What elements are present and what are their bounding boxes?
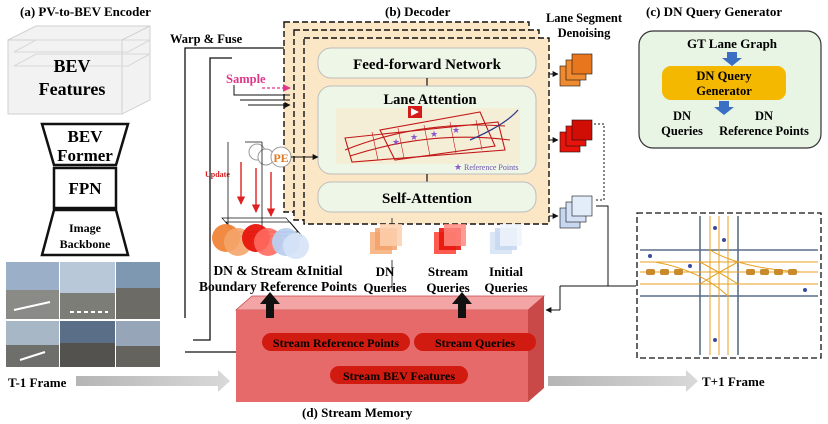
reference-points-legend-icon: ★ — [454, 162, 462, 172]
svg-text:★: ★ — [392, 137, 400, 147]
lane-attention-module: Lane Attention ★ ★ ★ ★ ★ Reference Point… — [317, 85, 537, 175]
bev-features-label-2: Features — [39, 79, 106, 99]
bev-features-label: BEV — [53, 56, 90, 76]
self-attention-label: Self-Attention — [382, 191, 473, 207]
svg-text:★: ★ — [410, 132, 418, 142]
warp-fuse-label: Warp & Fuse — [170, 32, 243, 46]
section-title-encoder: (a) PV-to-BEV Encoder — [20, 4, 151, 19]
next-frame-arrow — [548, 370, 698, 392]
output-cubes-red — [559, 119, 593, 153]
memory-bev-features: Stream BEV Features — [343, 369, 455, 383]
generator-dn-ref-2: Reference Points — [719, 124, 809, 138]
reference-points-spheres — [212, 217, 309, 259]
self-attention-module: Self-Attention — [317, 181, 537, 213]
generator-dn-queries: DN — [673, 109, 691, 123]
generator-panel: GT Lane Graph DN Query Generator DN Quer… — [638, 30, 822, 149]
ffn-label: Feed-forward Network — [353, 57, 502, 73]
backbone-label: Image — [69, 221, 102, 235]
dn-queries-stack — [370, 218, 402, 254]
points-label: DN & Stream &Initial — [213, 263, 342, 278]
bev-features-stack: BEV Features — [7, 25, 151, 115]
section-title-decoder: (b) Decoder — [385, 4, 451, 19]
ffn-module: Feed-forward Network — [317, 47, 537, 79]
lane-attention-label: Lane Attention — [383, 92, 476, 108]
memory-ref-points: Stream Reference Points — [273, 336, 400, 350]
next-frame-label: T+1 Frame — [702, 374, 765, 389]
output-cubes-blue — [559, 195, 593, 229]
fpn-block: FPN — [52, 166, 118, 210]
camera-images — [6, 262, 160, 367]
pe-label: PE — [273, 151, 288, 165]
initial-queries-stack — [490, 224, 522, 254]
reference-points-legend: Reference Points — [464, 163, 518, 172]
generator-box-label-2: Generator — [696, 84, 752, 98]
stream-queries-label-2: Queries — [426, 280, 469, 295]
gt-lane-graph-label: GT Lane Graph — [687, 36, 778, 51]
stream-queries-stack — [434, 224, 466, 254]
initial-queries-label: Initial — [489, 264, 523, 279]
lane-segment-label: Lane Segment — [546, 11, 623, 25]
stream-memory-block: Stream Reference Points Stream Queries S… — [234, 295, 546, 402]
sample-label: Sample — [226, 72, 266, 86]
memory-stream-queries: Stream Queries — [435, 336, 515, 350]
fpn-label: FPN — [68, 179, 102, 198]
svg-text:★: ★ — [452, 125, 460, 135]
prev-frame-label: T-1 Frame — [8, 375, 67, 390]
memory-to-points-arrow — [260, 292, 280, 318]
lane-segment-label-2: Denoising — [558, 26, 612, 40]
generator-dn-queries-2: Queries — [661, 124, 703, 138]
backbone-label-2: Backbone — [60, 237, 111, 251]
initial-queries-label-2: Queries — [484, 280, 527, 295]
bevformer-block: BEV Former — [40, 122, 130, 167]
points-label-2: Boundary Reference Points — [199, 279, 357, 294]
update-label: Update — [205, 170, 230, 179]
output-cubes-orange — [559, 53, 593, 87]
dn-queries-label: DN — [376, 264, 395, 279]
bevformer-label: BEV — [68, 127, 104, 146]
bevformer-label-2: Former — [57, 146, 113, 165]
stream-queries-label: Stream — [428, 264, 468, 279]
pe-node: PE — [248, 143, 292, 168]
lane-map-output — [636, 212, 822, 359]
memory-to-queries-arrow — [452, 292, 472, 318]
svg-text:★: ★ — [430, 129, 438, 139]
dn-queries-label-2: Queries — [363, 280, 406, 295]
generator-dn-ref: DN — [755, 109, 773, 123]
section-title-generator: (c) DN Query Generator — [646, 4, 782, 19]
generator-box-label: DN Query — [696, 69, 752, 83]
prev-frame-arrow — [76, 370, 230, 392]
section-title-memory: (d) Stream Memory — [302, 405, 413, 420]
image-backbone-block: Image Backbone — [40, 208, 130, 257]
